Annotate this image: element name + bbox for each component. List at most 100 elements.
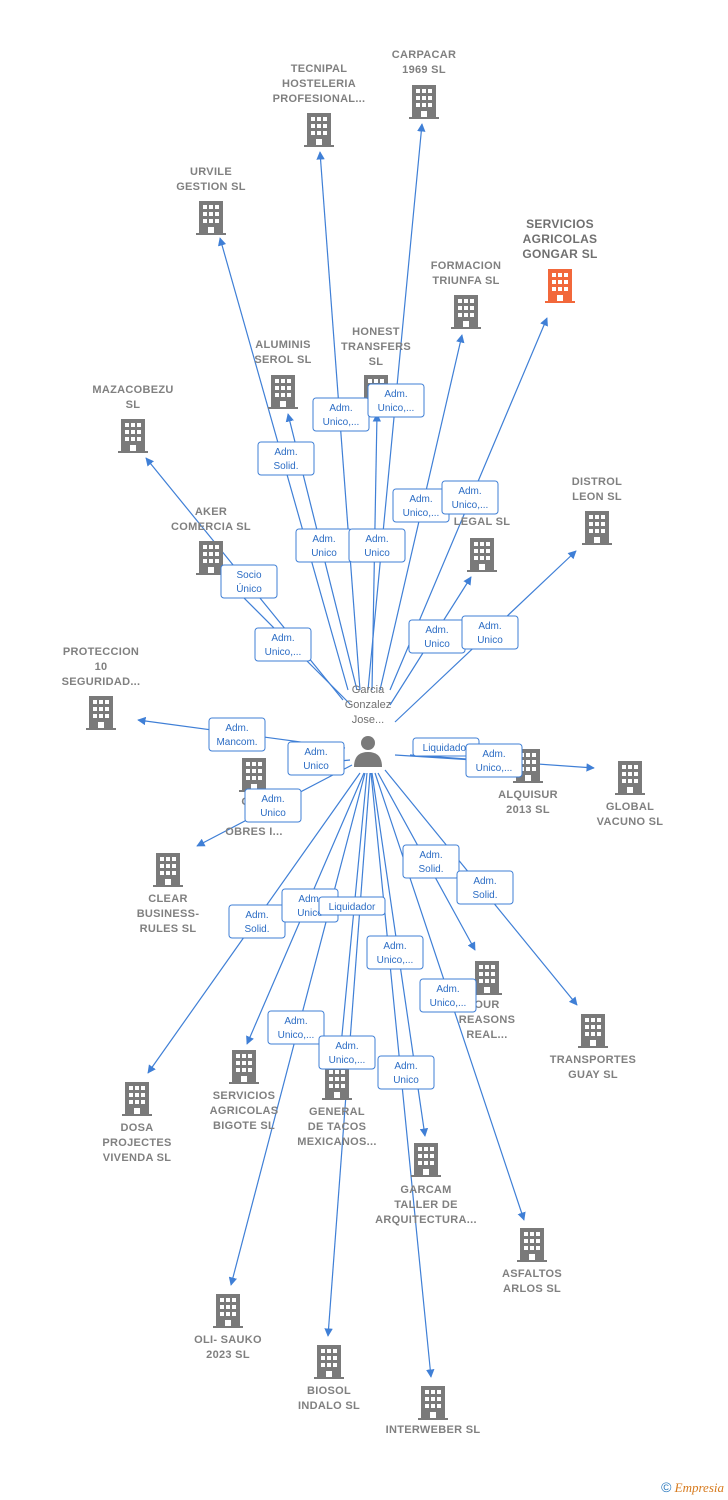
node-label: REAL... [466,1029,507,1041]
role-text: Adm. [478,621,501,632]
role-text: Adm. [261,794,284,805]
node-label: MEXICANOS... [297,1136,376,1148]
node-label: 2023 SL [206,1349,250,1361]
node-proteccion[interactable]: PROTECCION10SEGURIDAD... [62,646,141,730]
node-label: VIVENDA SL [103,1152,172,1164]
node-label: GENERAL [309,1106,365,1118]
role-text: Unico,... [378,403,415,414]
node-label: SEGURIDAD... [62,676,141,688]
center-person[interactable]: GarciaGonzalezJose... [345,684,391,767]
node-label: TALLER DE [394,1199,458,1211]
node-label: VACUNO SL [597,816,664,828]
node-label: ARLOS SL [503,1283,561,1295]
node-label: CARPACAR [392,49,457,61]
building-icon [118,419,148,453]
node-dosa[interactable]: DOSA PROJECTES VIVENDA SL [102,1082,171,1164]
node-transportes[interactable]: TRANSPORTES GUAY SL [550,1014,636,1081]
node-label: DOSA [121,1122,154,1134]
role-text: Unico [364,548,390,559]
node-tecnipal[interactable]: TECNIPALHOSTELERIAPROFESIONAL... [273,63,366,147]
role-text: Adm. [245,910,268,921]
node-label: FORMACION [431,260,502,272]
node-distrol[interactable]: DISTROL LEON SL [572,476,622,545]
role-text: Adm. [383,941,406,952]
role-box: Adm.Solid. [257,441,315,476]
role-text: Unico [477,635,503,646]
node-formacion[interactable]: FORMACION TRIUNFA SL [431,260,502,329]
role-text: Unico,... [278,1030,315,1041]
building-icon [517,1228,547,1262]
node-label: TRANSFERS [341,341,411,353]
node-label: URVILE [190,166,232,178]
node-label: TRIUNFA SL [432,275,499,287]
node-label: GARCAM [400,1184,451,1196]
building-icon [86,696,116,730]
building-icon [122,1082,152,1116]
node-interweber[interactable]: INTERWEBER SL [386,1386,481,1436]
node-label: LEON SL [572,491,622,503]
role-box: Adm.Unico,... [441,480,499,515]
role-box-frame [254,627,312,662]
role-box: Adm.Unico [287,741,345,776]
role-text: Adm. [394,1061,417,1072]
copyright-icon: © [661,1479,672,1495]
role-text: Unico [424,639,450,650]
role-text: Adm. [384,389,407,400]
role-box-frame [318,896,386,916]
role-box-frame [244,788,302,823]
node-label: SL [369,356,384,368]
role-text: Unico,... [265,647,302,658]
node-label: RULES SL [140,923,197,935]
role-box-frame [367,383,425,418]
node-label: LEGAL SL [454,516,511,528]
building-icon [582,511,612,545]
node-label: GONGAR SL [522,247,597,261]
role-text: Unico [297,908,323,919]
node-four[interactable]: OURREASONSREAL... [459,961,516,1041]
role-box: Adm.Unico,... [419,978,477,1013]
node-clear[interactable]: CLEAR BUSINESS- RULES SL [137,853,200,935]
node-label: BUSINESS- [137,908,200,920]
role-box-frame [456,870,514,905]
role-text: Adm. [312,534,335,545]
building-icon [229,1050,259,1084]
node-label: GUAY SL [568,1069,618,1081]
node-label: CLEAR [148,893,187,905]
role-box: Adm. Unico,... [465,743,523,778]
role-box-frame [366,935,424,970]
building-icon [451,295,481,329]
role-box: Adm.Unico,... [254,627,312,662]
role-text: Unico,... [323,417,360,428]
role-box: Adm.Solid. [402,844,460,879]
role-text: Adm. [284,1016,307,1027]
node-label: DISTROL [572,476,622,488]
footer-brand: © Empresia [661,1479,724,1496]
role-box-frame [257,441,315,476]
role-box-frame [287,741,345,776]
node-label: TRANSPORTES [550,1054,636,1066]
role-text: Adm. [436,984,459,995]
role-text: Unico,... [476,763,513,774]
roles-layer: Adm. Unico,... Adm. Unico,... Adm.Solid. Adm.… [208,383,523,1090]
role-text: Adm. [365,534,388,545]
node-label: MAZACOBEZU [92,384,173,396]
node-label: OUR [474,999,499,1011]
node-label: ALUMINIS [255,339,311,351]
role-text: Adm. [482,749,505,760]
node-label: PROJECTES [102,1137,171,1149]
